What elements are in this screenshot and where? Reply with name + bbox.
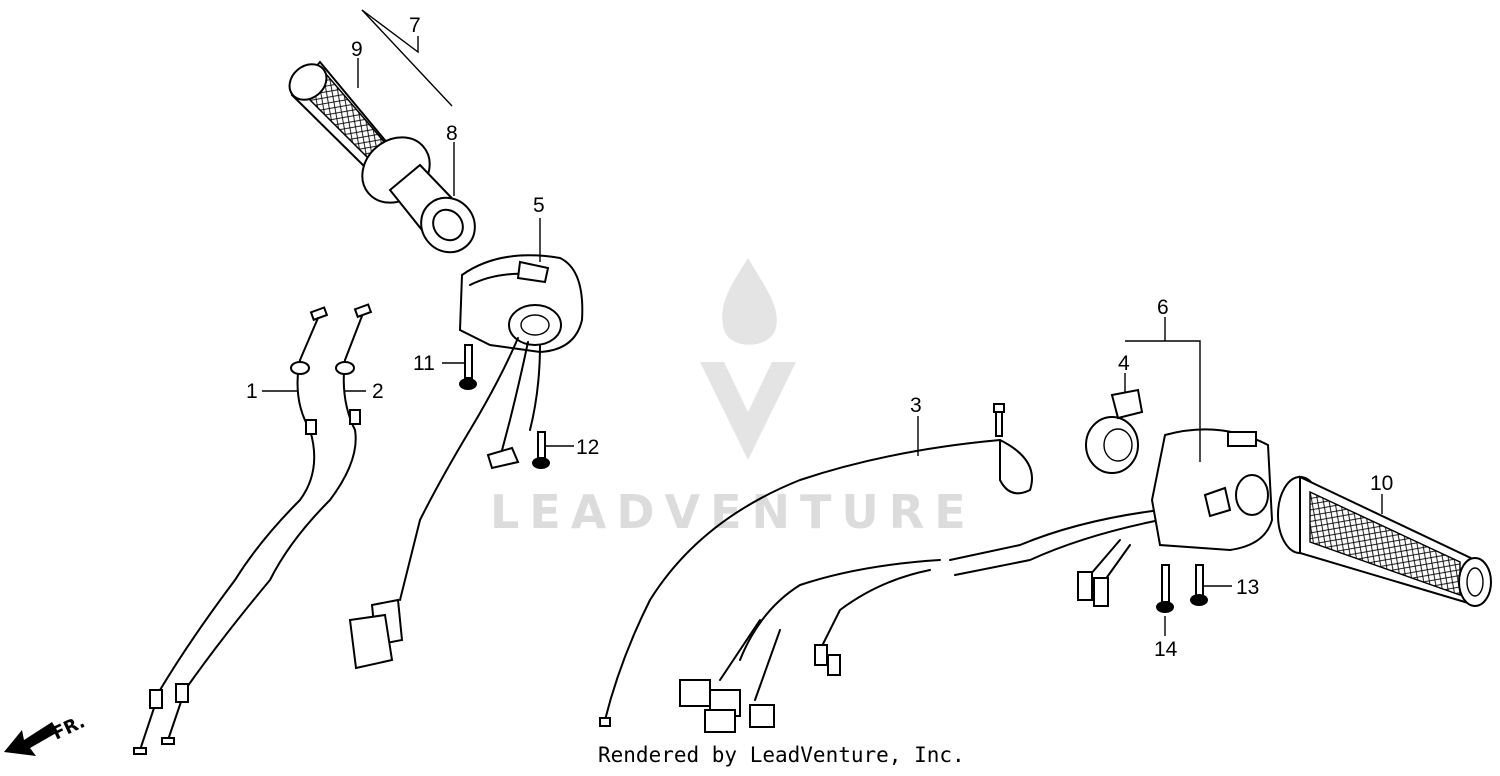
callout-5: 5 [533, 194, 545, 217]
front-direction-arrow: FR. [4, 711, 88, 756]
callout-4: 4 [1118, 352, 1130, 375]
render-credit: Rendered by LeadVenture, Inc. [598, 743, 965, 767]
callouts: 7 9 8 5 1 2 11 12 3 4 6 10 13 14 [246, 14, 1393, 661]
bolt-11 [459, 344, 477, 390]
cable-3 [599, 403, 1033, 727]
right-grip [1277, 475, 1492, 607]
watermark-text: LEADVENTURE [490, 485, 976, 539]
bolt-12 [532, 431, 550, 469]
bolt-14 [1156, 564, 1174, 613]
leader-lines [262, 9, 1383, 636]
right-switch-housing [1150, 428, 1274, 552]
throttle-cables [133, 303, 373, 755]
callout-7: 7 [409, 14, 421, 37]
right-harness [679, 509, 1161, 733]
callout-12: 12 [576, 436, 599, 459]
callout-10: 10 [1370, 472, 1393, 495]
callout-11: 11 [413, 352, 435, 375]
front-label: FR. [49, 711, 88, 744]
left-grip [288, 60, 476, 254]
callout-1: 1 [246, 380, 258, 403]
watermark-logo: LEADVENTURE [490, 258, 976, 539]
bolt-13 [1190, 564, 1208, 606]
callout-8: 8 [446, 122, 458, 145]
throttle-drum [1085, 388, 1144, 474]
callout-9: 9 [351, 38, 363, 61]
left-switch-housing [348, 254, 584, 670]
callout-3: 3 [910, 394, 922, 417]
callout-13: 13 [1236, 576, 1259, 599]
callout-2: 2 [372, 380, 384, 403]
callout-14: 14 [1154, 638, 1178, 661]
callout-6: 6 [1157, 296, 1169, 319]
